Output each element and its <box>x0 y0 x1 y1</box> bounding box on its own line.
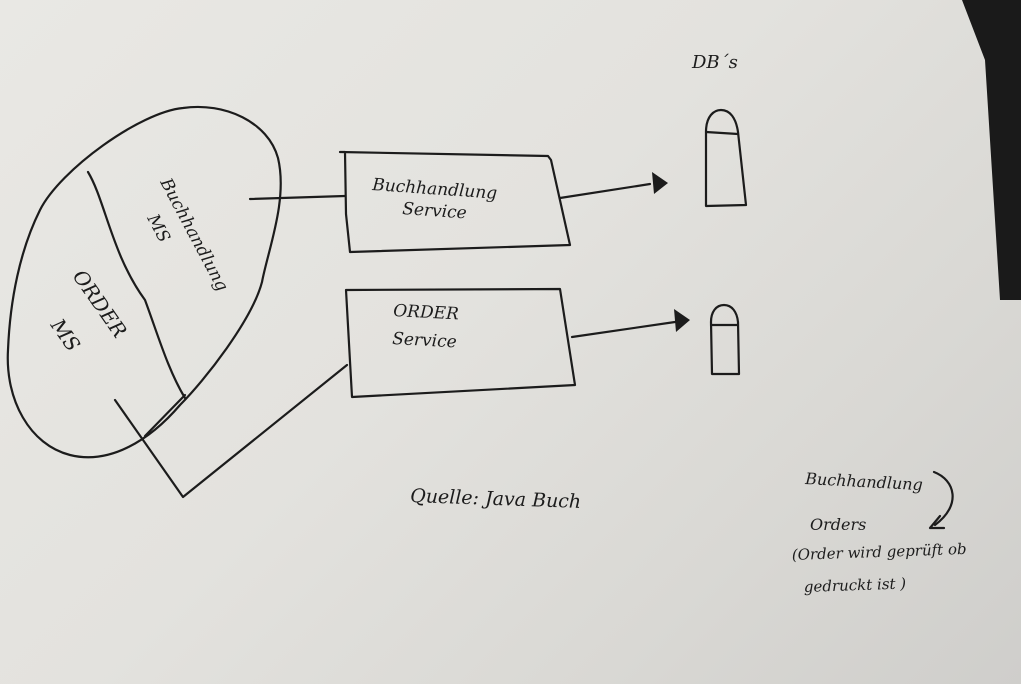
database-1-icon <box>704 108 748 208</box>
side-note-arrowhead <box>928 514 946 530</box>
side-note-line2: Orders <box>810 515 866 534</box>
connector-buchhandlung <box>248 194 347 201</box>
side-note-line4: gedruckt ist ) <box>804 574 907 596</box>
arrowhead-db-2 <box>674 309 690 332</box>
order-service-line2: Service <box>392 329 457 352</box>
order-service-box <box>344 287 577 399</box>
table-edge <box>960 0 1021 300</box>
source-note: Quelle: Java Buch <box>410 485 582 513</box>
monolith-blob <box>6 105 282 459</box>
arrowhead-db-1 <box>652 172 668 194</box>
side-note-curved-arrow <box>932 470 954 527</box>
connector-order <box>113 363 349 499</box>
buchhandlung-service-line1: Buchhandlung <box>371 175 498 204</box>
connector-order-inner <box>143 393 187 438</box>
databases-label: DB´s <box>691 52 738 73</box>
arrow-to-db-1 <box>558 182 652 200</box>
arrow-to-db-2 <box>570 320 677 339</box>
buchhandlung-service-box <box>338 150 572 254</box>
database-1-cap <box>704 130 740 136</box>
buchhandlung-ms-label-2: MS <box>142 210 174 246</box>
order-service-line1: ORDER <box>393 301 460 324</box>
buchhandlung-service-line2: Service <box>402 199 468 223</box>
side-note-line3: (Order wird geprüft ob <box>792 540 967 564</box>
database-2-icon <box>709 303 741 376</box>
order-ms-label-2: MS <box>45 313 85 356</box>
side-note-line1: Buchhandlung <box>804 469 924 494</box>
blob-divider <box>86 170 187 400</box>
